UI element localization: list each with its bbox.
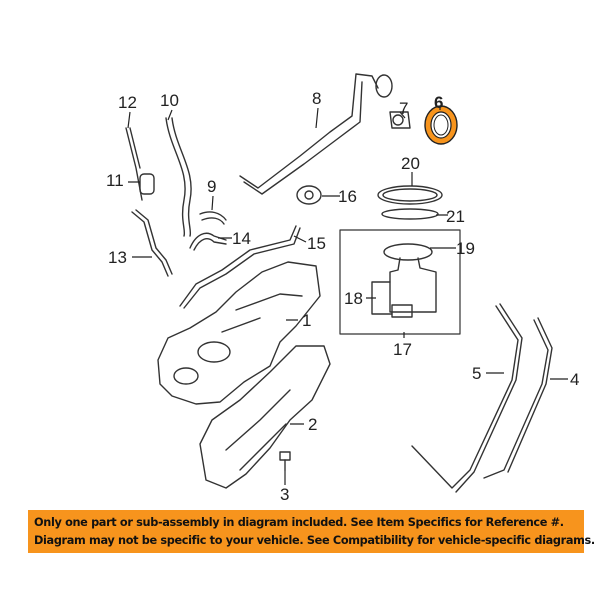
- part-4-line: [483, 317, 553, 479]
- callout-17: 17: [393, 340, 412, 359]
- leader-lines: [127, 106, 568, 485]
- part-13-line: [131, 209, 173, 277]
- callout-13: 13: [108, 248, 127, 267]
- callout-19: 19: [456, 239, 475, 258]
- part-11-clip: [139, 173, 155, 195]
- callout-12: 12: [118, 93, 137, 112]
- part-7-valve: [389, 111, 411, 129]
- part-21-seal: [381, 208, 439, 220]
- part-5-line: [411, 303, 523, 493]
- part-1-fuel-tank: [157, 261, 321, 405]
- callout-16: 16: [338, 187, 357, 206]
- part-2-skid-plate: [199, 345, 331, 489]
- part-16-cap: [296, 185, 322, 205]
- callout-3: 3: [280, 485, 289, 504]
- callout-7: 7: [399, 99, 408, 118]
- callout-1: 1: [302, 311, 311, 330]
- part-20-ring: [377, 185, 443, 205]
- callout-18: 18: [344, 289, 363, 308]
- callout-9: 9: [207, 177, 216, 196]
- callout-4: 4: [570, 370, 579, 389]
- callout-20: 20: [401, 154, 420, 173]
- callout-10: 10: [160, 91, 179, 110]
- callout-14: 14: [232, 229, 251, 248]
- part-17-pump-module-box: [339, 229, 461, 335]
- part-6-lock-ring: [424, 105, 458, 145]
- part-10-hose: [165, 117, 192, 237]
- callout-15: 15: [307, 234, 326, 253]
- banner-line-2: Diagram may not be specific to your vehi…: [34, 534, 595, 547]
- callout-6: 6: [434, 93, 443, 112]
- callout-2: 2: [308, 415, 317, 434]
- callout-5: 5: [472, 364, 481, 383]
- part-8-filler-tube: [239, 73, 393, 195]
- callout-8: 8: [312, 89, 321, 108]
- callout-11: 11: [106, 171, 124, 190]
- part-15-line: [179, 225, 301, 309]
- part-9-hose: [199, 211, 227, 225]
- part-14-hose: [189, 232, 227, 251]
- part-3-bolt: [279, 451, 291, 471]
- banner-line-1: Only one part or sub-assembly in diagram…: [34, 516, 564, 529]
- disclaimer-banner: Only one part or sub-assembly in diagram…: [28, 510, 595, 553]
- callout-21: 21: [446, 207, 465, 226]
